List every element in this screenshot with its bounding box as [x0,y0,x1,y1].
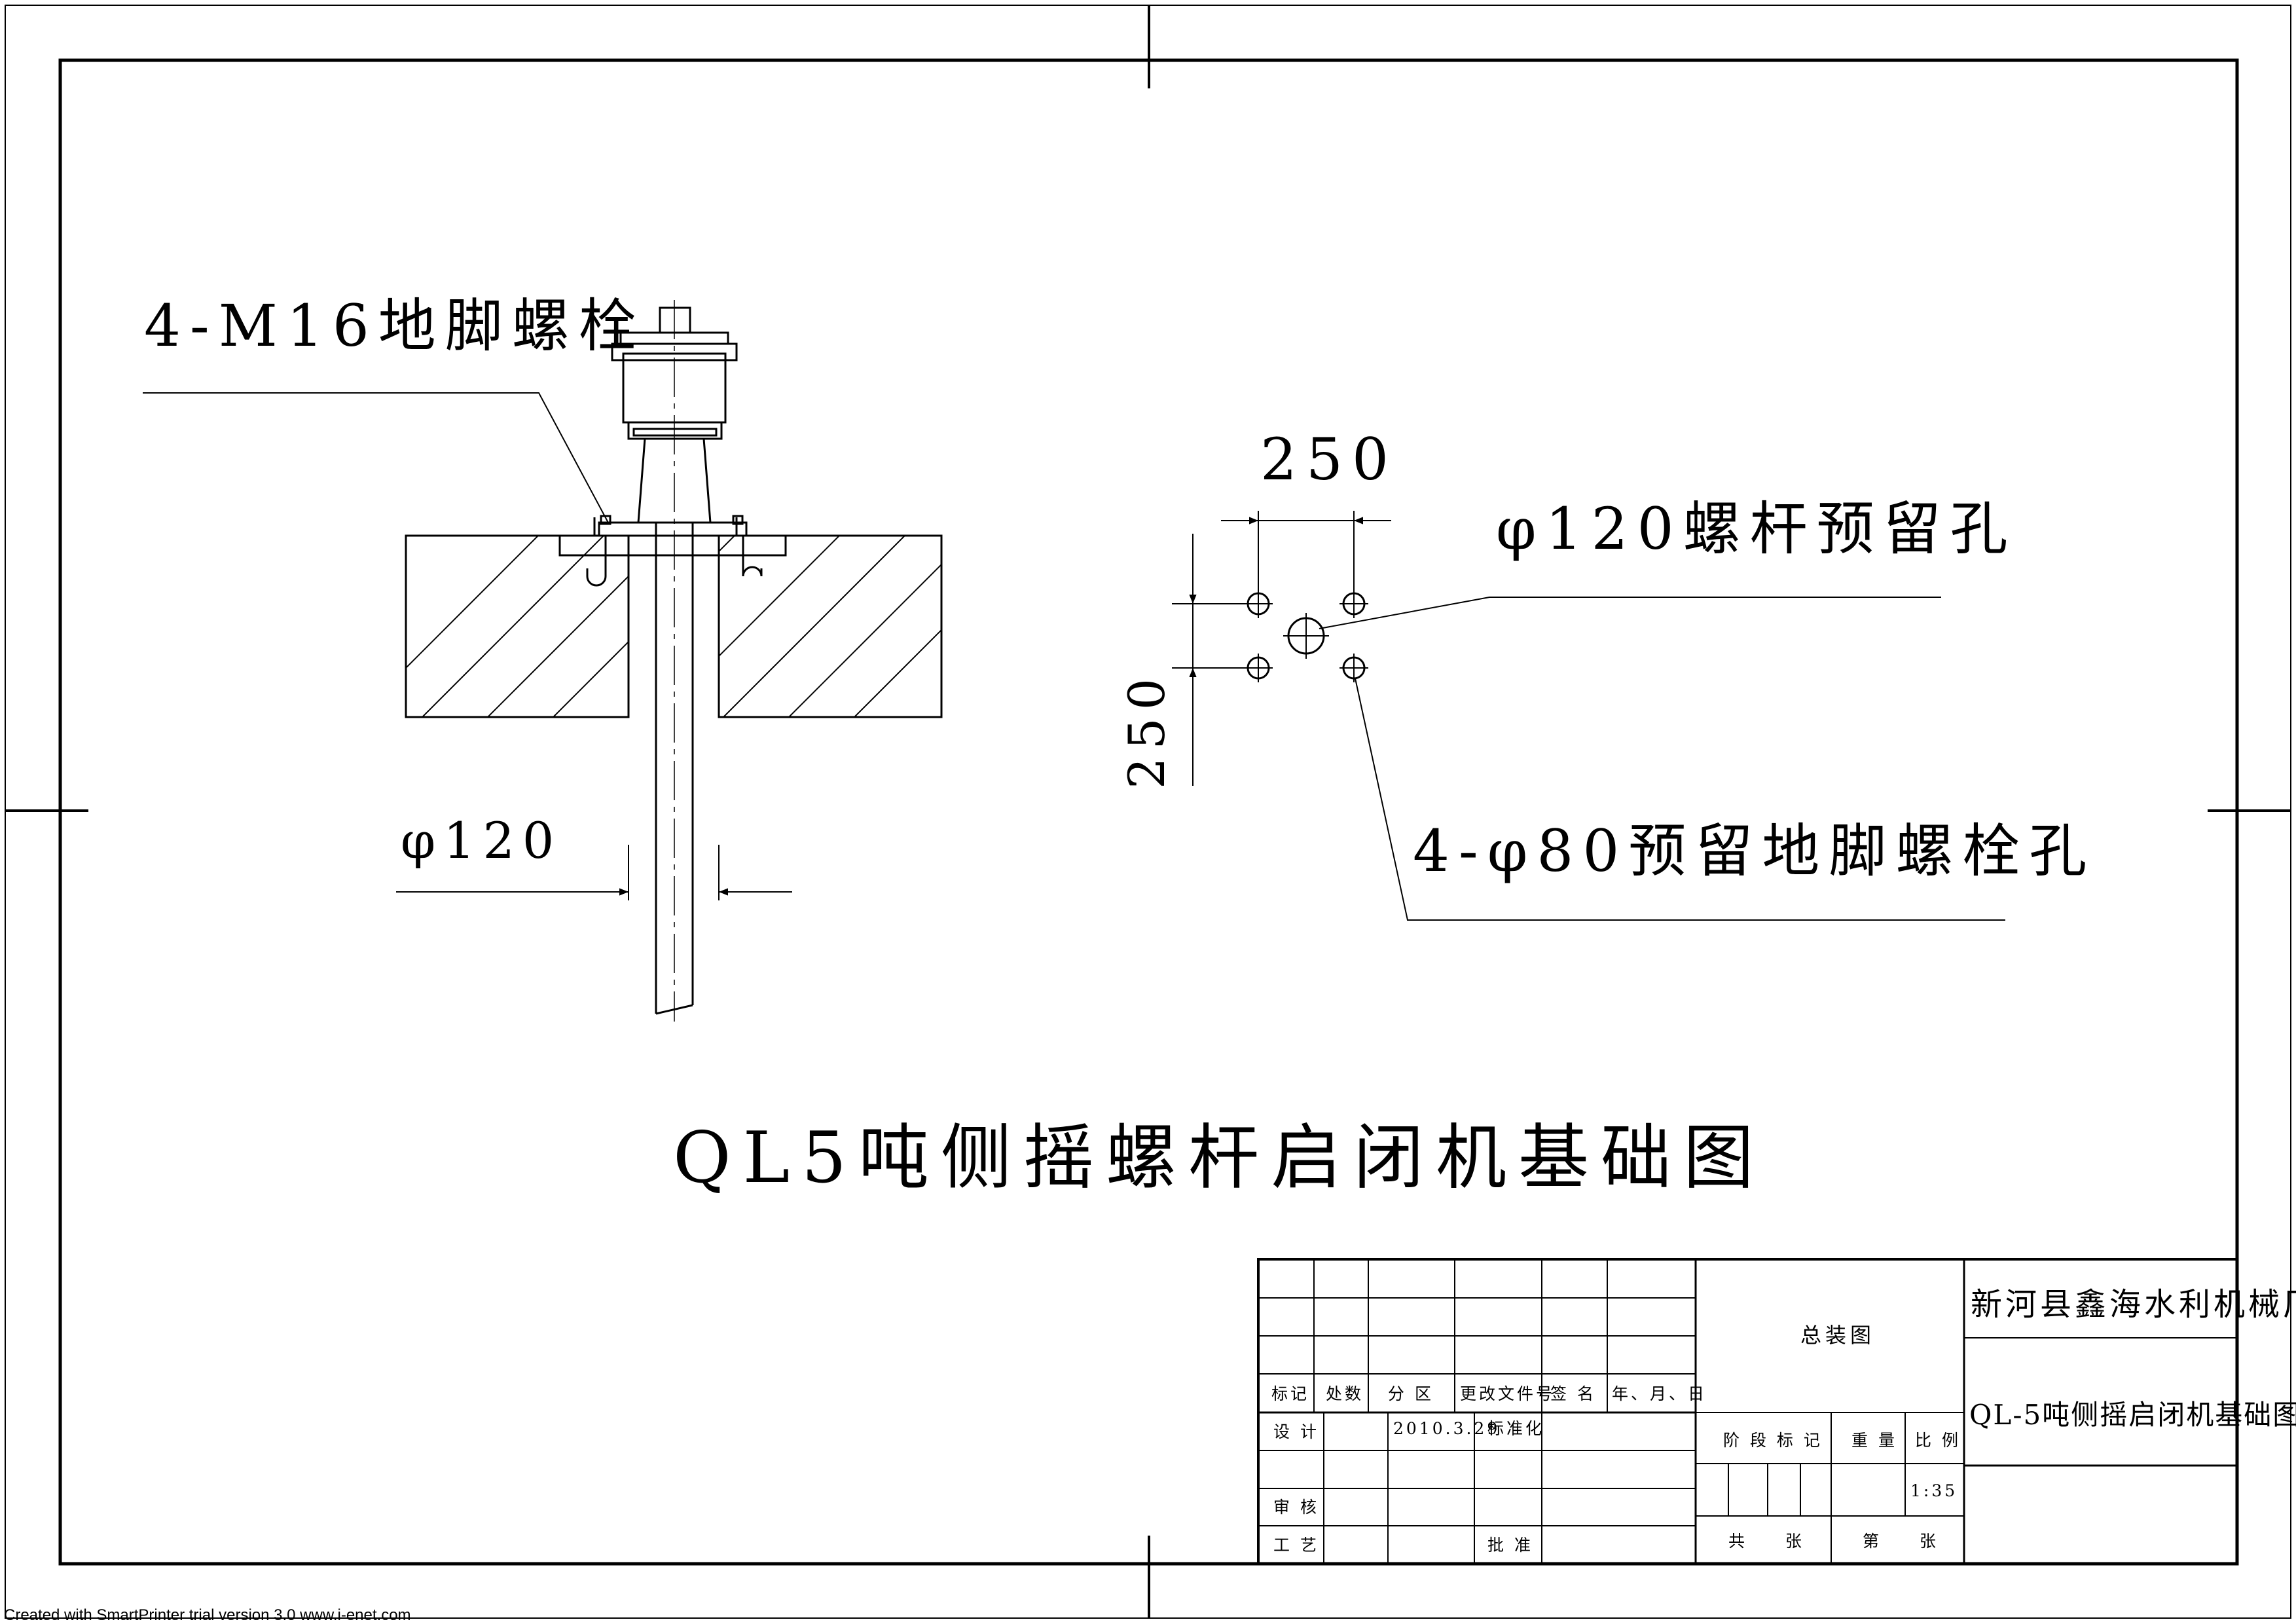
anchor-bolt-leader [143,392,610,525]
header-change-doc: 更改文件号 [1460,1384,1555,1403]
footer-note: Created with SmartPrinter trial version … [4,1606,411,1624]
drawing-title: QL5吨侧摇螺杆启闭机基础图 [673,1117,1766,1199]
vertical-spacing-label: 250 [1118,671,1176,789]
total-sheets: 共 张 [1728,1532,1804,1551]
design-label: 设 计 [1273,1422,1319,1441]
header-date: 年、月、日 [1612,1384,1707,1403]
sheet-border [5,5,2291,1619]
hole-layout-plan [1244,589,1368,682]
company-name: 新河县鑫海水利机械厂 [1971,1286,2296,1323]
screw-hole-leader [1319,597,1941,629]
scale-value: 1:35 [1910,1481,1958,1500]
header-count: 处数 [1326,1384,1364,1403]
approve-label: 批 准 [1487,1536,1533,1555]
design-date: 2010.3.29 [1393,1419,1500,1438]
drawing-name: QL-5吨侧摇启闭机基础图 [1969,1399,2296,1431]
sheet-number: 第 张 [1863,1532,1939,1551]
vertical-spacing-dimension [1172,534,1247,786]
process-label: 工 艺 [1273,1536,1319,1555]
screw-hole-label: φ120螺杆预留孔 [1496,495,2017,563]
header-zone: 分 区 [1388,1384,1434,1403]
bolt-holes-leader [1355,678,2005,921]
review-label: 审 核 [1273,1498,1319,1517]
header-mark: 标记 [1271,1384,1309,1403]
anchor-bolt-label: 4-M16地脚螺栓 [144,292,646,360]
standardization-label: 标准化 [1487,1419,1544,1438]
title-block-text: 标记 处数 分 区 更改文件号 签 名 年、月、日 设 计 2010.3.29 … [1271,1286,2296,1555]
bolt-holes-label: 4-φ80预留地脚螺栓孔 [1413,817,2096,885]
shaft-diameter-dimension [396,845,792,900]
drawing-type: 总装图 [1800,1323,1875,1348]
title-block [1257,1258,2238,1565]
header-signature: 签 名 [1550,1384,1596,1403]
scale-label: 比 例 [1915,1431,1961,1450]
hoist-section-view [405,300,943,1022]
horizontal-spacing-dimension [1221,511,1391,589]
stage-mark-label: 阶 段 标 记 [1723,1431,1823,1450]
horizontal-spacing-label: 250 [1260,426,1398,493]
foundation-slab [405,534,943,718]
weight-label: 重 量 [1851,1431,1897,1450]
shaft-diameter-label: φ120 [401,811,562,870]
